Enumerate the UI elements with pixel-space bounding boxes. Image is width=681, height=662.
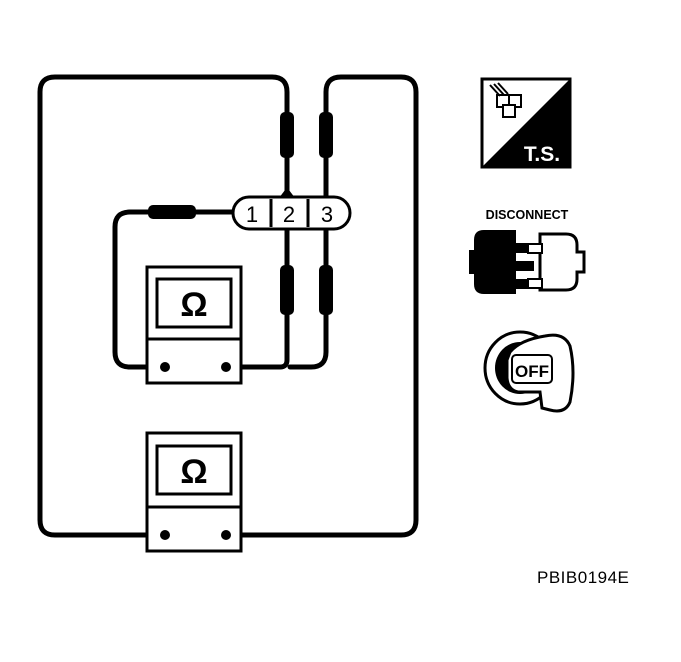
ohm-symbol: Ω [180, 453, 207, 491]
disconnect-icon: DISCONNECT [469, 208, 586, 294]
ignition-off-icon: OFF [483, 330, 575, 413]
ts-icon: T.S. [480, 77, 572, 169]
wire-pin3-to-bottom-meter [223, 74, 419, 538]
meter-probe-terminal [221, 530, 231, 540]
sleeve [319, 265, 333, 315]
meter-display [155, 444, 233, 496]
wire-pin3-to-top-meter [287, 225, 329, 370]
meter-probe-terminal [160, 362, 170, 372]
wire-pin2-to-top-meter [223, 225, 290, 370]
sleeve [319, 112, 333, 158]
plug-right [538, 232, 586, 292]
wire-pin1-to-top-meter [112, 209, 241, 370]
ts-label: T.S. [524, 143, 560, 166]
ignition-off-label: OFF [515, 362, 549, 381]
sleeve [148, 205, 196, 219]
plug-left [469, 230, 516, 294]
ohmmeter-top: Ω [145, 265, 243, 385]
ohm-symbol: Ω [180, 286, 207, 324]
wire-pin2-to-bottom-meter [37, 74, 290, 538]
sleeve [280, 265, 294, 315]
connector: 1 2 3 [231, 187, 352, 231]
ohmmeter-bottom: Ω [145, 431, 243, 553]
sleeve [280, 112, 294, 158]
wire-sleeves [148, 112, 333, 315]
wiring [37, 74, 419, 538]
connector-pictogram [489, 82, 522, 118]
connector-pin-2: 2 [283, 202, 295, 227]
disconnect-label: DISCONNECT [486, 208, 569, 222]
meter-display [155, 277, 233, 329]
meter-probe-terminal [160, 530, 170, 540]
meter-probe-terminal [221, 362, 231, 372]
connector-pin-1: 1 [246, 202, 258, 227]
figure-code: PBIB0194E [537, 568, 630, 587]
connector-key [280, 187, 294, 198]
connector-pin-3: 3 [321, 202, 333, 227]
